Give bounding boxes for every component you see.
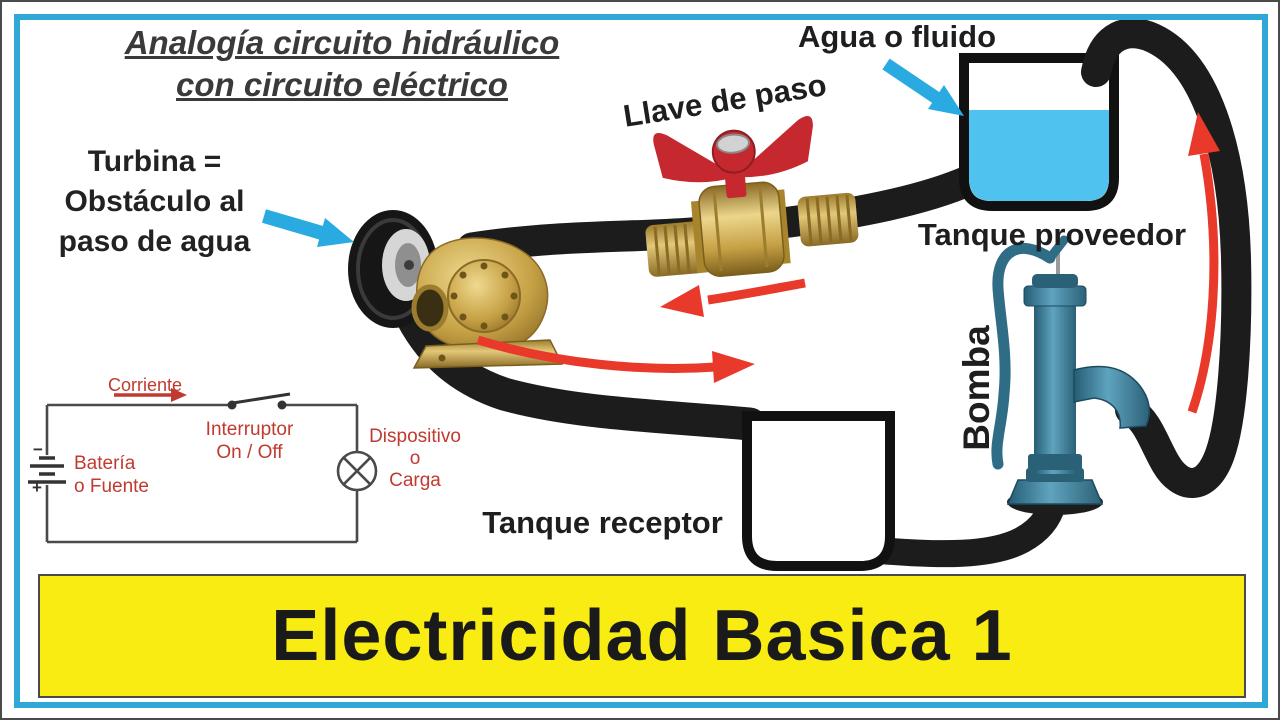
valve-red-handle bbox=[653, 115, 813, 199]
diagram-title: Analogía circuito hidráulico con circuit… bbox=[62, 22, 622, 106]
flow-arrow-up bbox=[1187, 112, 1220, 414]
label-tanque-receptor: Tanque receptor bbox=[482, 505, 723, 540]
pointer-arrows-blue bbox=[262, 58, 964, 247]
battery-minus-sign: − bbox=[33, 440, 43, 459]
agua-pointer-arrow bbox=[882, 58, 964, 116]
battery-plus-sign: + bbox=[32, 478, 42, 497]
pipe-turbine-to-receptor bbox=[383, 273, 767, 441]
bottom-banner: Electricidad Basica 1 bbox=[38, 574, 1246, 698]
lamp-symbol bbox=[336, 450, 378, 492]
tank-water bbox=[969, 110, 1109, 201]
dispositivo-line-1: Dispositivo bbox=[369, 426, 461, 447]
label-interruptor: Interruptor On / Off bbox=[177, 418, 322, 464]
bateria-line-2: o Fuente bbox=[74, 476, 149, 497]
label-dispositivo: Dispositivo o Carga bbox=[365, 426, 465, 492]
dispositivo-line-3: Carga bbox=[389, 470, 441, 491]
pump-graphic bbox=[991, 235, 1151, 515]
switch-symbol bbox=[227, 392, 291, 410]
flow-arrows-red bbox=[476, 112, 1220, 414]
tank-proveedor bbox=[959, 53, 1119, 211]
tank-receptor bbox=[742, 411, 895, 571]
label-bateria: Batería o Fuente bbox=[74, 452, 149, 498]
dispositivo-line-2: o bbox=[409, 448, 421, 469]
title-line-1: Analogía circuito hidráulico bbox=[124, 24, 560, 61]
battery-symbol bbox=[28, 456, 66, 484]
flow-arrow-right bbox=[476, 335, 755, 383]
label-agua-o-fluido: Agua o fluido bbox=[797, 19, 997, 54]
interruptor-line-2: On / Off bbox=[216, 442, 283, 463]
pump-handle bbox=[991, 243, 1056, 470]
current-direction-arrow bbox=[114, 388, 187, 402]
turbina-line-2: Obstáculo al bbox=[64, 185, 245, 218]
electric-circuit bbox=[28, 388, 378, 544]
label-corriente: Corriente bbox=[108, 375, 183, 395]
flow-arrow-left bbox=[660, 278, 806, 317]
interruptor-line-1: Interruptor bbox=[205, 419, 294, 440]
banner-text: Electricidad Basica 1 bbox=[271, 596, 1013, 676]
label-bomba: Bomba bbox=[956, 325, 997, 451]
pipe-pump-to-tank-arc bbox=[1081, 18, 1252, 498]
bateria-line-1: Batería bbox=[74, 453, 136, 474]
turbina-line-3: paso de agua bbox=[58, 225, 251, 258]
valve-graphic bbox=[645, 115, 859, 277]
label-tanque-proveedor: Tanque proveedor bbox=[917, 217, 1187, 252]
turbina-pointer-arrow bbox=[262, 209, 354, 247]
turbina-line-1: Turbina = bbox=[87, 145, 222, 178]
title-line-2: con circuito eléctrico bbox=[176, 66, 508, 103]
pump-spout bbox=[1073, 365, 1151, 429]
label-turbina: Turbina = Obstáculo al paso de agua bbox=[27, 142, 282, 262]
turbine-graphic bbox=[348, 210, 564, 369]
